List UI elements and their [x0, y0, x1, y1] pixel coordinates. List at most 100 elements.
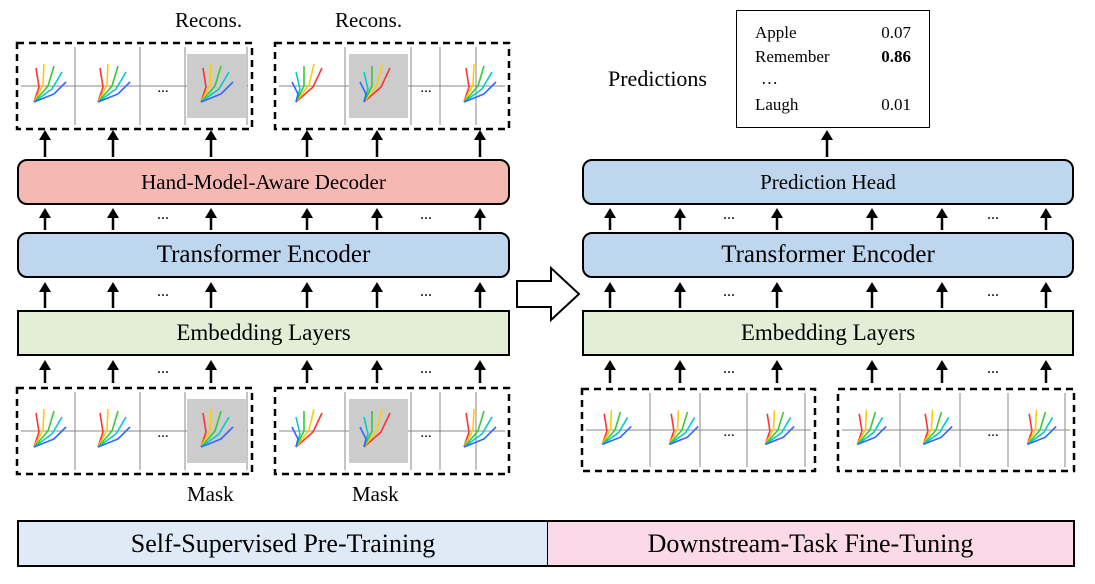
- hand-pose-keypoint-sketch-icon: [200, 408, 234, 448]
- up-arrow: [371, 208, 383, 230]
- up-arrow: [821, 130, 833, 157]
- ellipsis-text: ...: [723, 206, 735, 223]
- up-arrow: [39, 130, 51, 157]
- up-arrow: [107, 208, 119, 230]
- hand-pose-keypoint-sketch-icon: [33, 63, 67, 103]
- up-arrow: [205, 360, 217, 383]
- up-arrow: [674, 208, 686, 230]
- hand-pose-keypoint-sketch-icon: [463, 63, 497, 103]
- ellipsis-text: ...: [723, 360, 735, 377]
- up-arrow: [39, 360, 51, 383]
- hand-pose-keypoint-sketch-icon: [291, 63, 323, 103]
- ellipsis-text: ...: [157, 206, 169, 223]
- frame-ellipsis: ...: [723, 424, 734, 440]
- up-arrow: [771, 282, 783, 308]
- up-arrow: [936, 208, 948, 230]
- frame-groups: ..................: [15, 41, 1076, 476]
- up-arrow: [301, 360, 313, 383]
- transformer-encoder-left: Transformer Encoder: [17, 232, 510, 278]
- mask-patch: [349, 54, 408, 118]
- frame-group: ...: [580, 387, 817, 473]
- frame-ellipsis: ...: [987, 424, 998, 440]
- prediction-row: …: [755, 69, 911, 91]
- recons-label-1: Recons.: [175, 8, 243, 32]
- up-arrow: [301, 208, 313, 230]
- up-arrow: [1040, 208, 1052, 230]
- ellipsis-text: ...: [420, 283, 432, 300]
- ellipsis-text: ...: [420, 206, 432, 223]
- ellipsis-text: ...: [157, 360, 169, 377]
- hand-pose-keypoint-sketch-icon: [463, 408, 497, 448]
- ellipsis-text: ...: [723, 283, 735, 300]
- up-arrow: [674, 360, 686, 383]
- predictions-title: Predictions: [608, 66, 707, 91]
- up-arrow: [604, 208, 616, 230]
- up-arrow: [39, 208, 51, 230]
- up-arrow: [107, 360, 119, 383]
- up-arrow: [1040, 282, 1052, 308]
- flow-arrows: [39, 130, 1052, 383]
- ellipsis-marks: ....................................: [157, 206, 999, 377]
- finetuning-label: Downstream-Task Fine-Tuning: [647, 528, 974, 558]
- up-arrow: [301, 282, 313, 308]
- ellipsis-text: ...: [987, 206, 999, 223]
- up-arrow: [371, 360, 383, 383]
- frame-ellipsis: ...: [420, 425, 431, 441]
- up-arrow: [936, 360, 948, 383]
- encoder-right-label: Transformer Encoder: [721, 241, 935, 268]
- up-arrow: [866, 208, 878, 230]
- embedding-left-label: Embedding Layers: [176, 320, 351, 345]
- stage-banner-finetuning: Downstream-Task Fine-Tuning: [547, 520, 1075, 567]
- recons-label-2: Recons.: [335, 8, 403, 32]
- up-arrow: [866, 282, 878, 308]
- up-arrow: [474, 282, 486, 308]
- mask-patch: [349, 399, 408, 463]
- prediction-head: Prediction Head: [582, 159, 1074, 205]
- prediction-label: …: [761, 69, 778, 88]
- mask-label-1: Mask: [187, 482, 234, 506]
- hand-pose-keypoint-sketch-icon: [97, 63, 131, 103]
- frame-group: ...: [273, 386, 511, 476]
- prediction-row: Apple 0.07: [755, 23, 911, 45]
- predictions-table: Apple 0.07 Remember 0.86 … Laugh 0.01: [736, 10, 930, 128]
- ellipsis-text: ...: [420, 360, 432, 377]
- prediction-row: Remember 0.86: [755, 47, 911, 69]
- prediction-value: 0.01: [881, 95, 911, 114]
- up-arrow: [371, 282, 383, 308]
- up-arrow: [674, 282, 686, 308]
- hand-pose-keypoint-sketch-icon: [601, 410, 632, 446]
- prediction-value: 0.86: [881, 47, 911, 66]
- hand-pose-keypoint-sketch-icon: [200, 63, 234, 103]
- up-arrow: [771, 360, 783, 383]
- hand-pose-keypoint-sketch-icon: [33, 408, 67, 448]
- mask-patch: [187, 54, 247, 118]
- up-arrow: [474, 208, 486, 230]
- prediction-row: Laugh 0.01: [755, 95, 911, 117]
- frame-group: ...: [273, 41, 511, 131]
- ellipsis-text: ...: [987, 283, 999, 300]
- up-arrow: [205, 130, 217, 157]
- embedding-layers-right: Embedding Layers: [582, 310, 1074, 356]
- transformer-encoder-right: Transformer Encoder: [582, 232, 1074, 278]
- frame-group: ...: [15, 41, 254, 131]
- prediction-head-label: Prediction Head: [760, 169, 896, 194]
- up-arrow: [371, 130, 383, 157]
- hand-pose-keypoint-sketch-icon: [97, 408, 131, 448]
- mask-patch: [187, 399, 247, 463]
- up-arrow: [39, 282, 51, 308]
- up-arrow: [107, 282, 119, 308]
- hand-pose-keypoint-sketch-icon: [291, 408, 323, 448]
- frame-ellipsis: ...: [420, 80, 431, 96]
- frame-ellipsis: ...: [157, 80, 168, 96]
- up-arrow: [205, 282, 217, 308]
- up-arrow: [604, 282, 616, 308]
- decoder-label: Hand-Model-Aware Decoder: [141, 169, 386, 194]
- up-arrow: [474, 130, 486, 157]
- prediction-label: Remember: [755, 47, 830, 66]
- hand-pose-keypoint-sketch-icon: [922, 410, 953, 446]
- frame-group: ...: [15, 386, 254, 476]
- prediction-label: Apple: [755, 23, 797, 42]
- hand-pose-keypoint-sketch-icon: [668, 410, 699, 446]
- hand-pose-keypoint-sketch-icon: [1026, 410, 1057, 446]
